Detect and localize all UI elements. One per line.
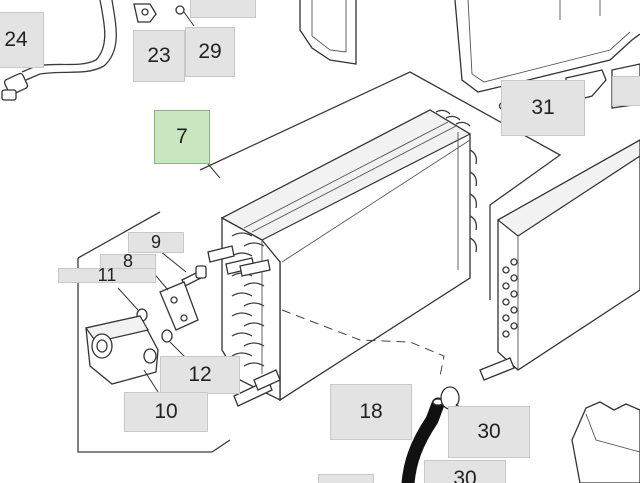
callout-part-30-lower[interactable]: 30 — [424, 460, 506, 483]
callout-part-23[interactable]: 23 — [133, 30, 185, 82]
heater-core — [479, 139, 640, 381]
o-ring-part-11 — [117, 287, 148, 322]
top-blank-box — [190, 0, 256, 18]
callout-part-29[interactable]: 29 — [185, 27, 235, 77]
clamp-part-23 — [133, 3, 157, 23]
screw-part-29 — [175, 5, 195, 27]
evaporator-core — [207, 109, 478, 407]
screw-part-9 — [181, 265, 207, 287]
callout-part-18[interactable]: 18 — [330, 384, 412, 440]
expansion-valve-part-10 — [84, 315, 159, 393]
group-outline — [77, 71, 562, 453]
callout-part-24[interactable]: 24 — [0, 12, 44, 68]
callout-part-9[interactable]: 9 — [128, 232, 184, 253]
callout-part-31[interactable]: 31 — [501, 80, 585, 136]
right-blank-box — [612, 76, 640, 106]
hose-part-24 — [1, 0, 117, 101]
housing-bottom-right — [571, 401, 640, 483]
callout-part-30[interactable]: 30 — [448, 406, 530, 458]
callout-part-12[interactable]: 12 — [160, 356, 240, 394]
bottom-blank-box — [318, 474, 374, 483]
callout-part-10[interactable]: 10 — [124, 392, 208, 432]
housing-top — [299, 0, 640, 93]
callout-part-11[interactable]: 11 — [58, 265, 156, 285]
callout-part-7[interactable]: 7 — [154, 110, 210, 164]
